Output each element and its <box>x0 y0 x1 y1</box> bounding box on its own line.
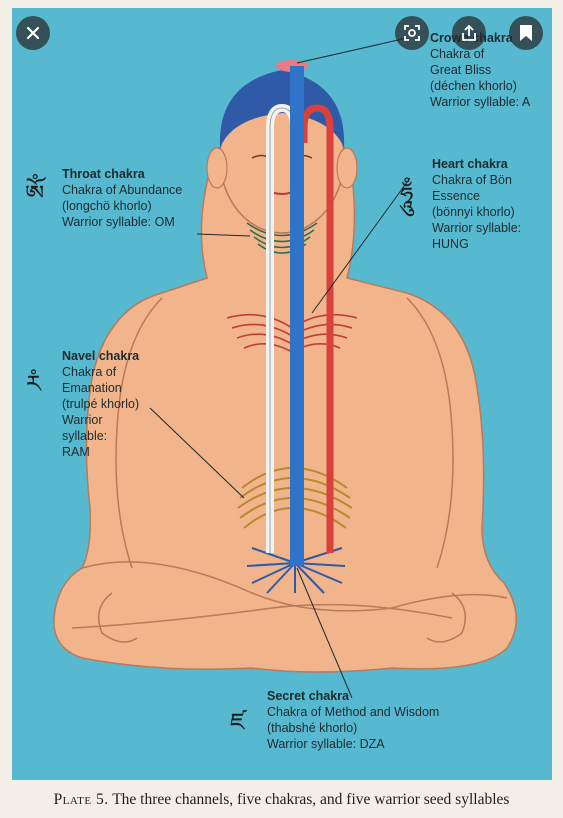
heart-line: HUNG <box>432 237 469 251</box>
throat-line: Chakra of Abundance <box>62 183 183 197</box>
navel-line: RAM <box>62 445 90 459</box>
navel-syllable: རཾ <box>26 370 41 398</box>
caption-text: The three channels, five chakras, and fi… <box>112 791 510 808</box>
secret-chakra-title: Secret chakra <box>267 689 350 703</box>
lens-button[interactable] <box>395 16 429 50</box>
heart-line: (bönnyi khorlo) <box>432 205 515 219</box>
share-button[interactable] <box>452 16 486 50</box>
navel-line: Chakra of <box>62 365 117 379</box>
crown-line: (déchen khorlo) <box>430 79 517 93</box>
crown-line: Great Bliss <box>430 63 492 77</box>
throat-chakra-label: Throat chakra Chakra of Abundance (longc… <box>62 166 222 230</box>
share-icon <box>462 24 476 41</box>
throat-line: (longchö khorlo) <box>62 199 152 213</box>
illustration-plate: ཨོཾ ཧཱུྃ རཾ ཛ Crown chakra Chakra of Gre… <box>12 8 552 780</box>
plate-number: Plate 5. <box>53 791 109 808</box>
heart-line: Warrior syllable: <box>432 221 522 235</box>
lens-icon <box>404 25 420 41</box>
plate-caption: Plate 5. The three channels, five chakra… <box>0 781 563 818</box>
navel-chakra-label: Navel chakra Chakra of Emanation (trulpé… <box>62 348 162 460</box>
secret-line: (thabshé khorlo) <box>267 721 358 735</box>
heart-line: Essence <box>432 189 480 203</box>
throat-line: Warrior syllable: OM <box>62 215 175 229</box>
heart-chakra-title: Heart chakra <box>432 157 508 171</box>
bookmark-button[interactable] <box>509 16 543 50</box>
heart-syllable: ཧཱུྃ <box>400 182 414 210</box>
secret-chakra-label: Secret chakra Chakra of Method and Wisdo… <box>267 688 497 752</box>
close-icon <box>26 26 40 40</box>
navel-line: Warrior <box>62 413 103 427</box>
navel-line: Emanation <box>62 381 122 395</box>
heart-line: Chakra of Bön <box>432 173 512 187</box>
navel-chakra-title: Navel chakra <box>62 349 140 363</box>
throat-chakra-title: Throat chakra <box>62 167 145 181</box>
crown-line: Warrior syllable: A <box>430 95 531 109</box>
crown-line: Chakra of <box>430 47 485 61</box>
navel-line: (trulpé khorlo) <box>62 397 140 411</box>
navel-line: syllable: <box>62 429 108 443</box>
close-button[interactable] <box>16 16 50 50</box>
throat-syllable: ཨོཾ <box>25 180 45 208</box>
secret-line: Warrior syllable: DZA <box>267 737 385 751</box>
secret-syllable: ཛ <box>230 708 245 736</box>
meditating-figure <box>53 37 518 699</box>
heart-chakra-label: Heart chakra Chakra of Bön Essence (bönn… <box>432 156 550 252</box>
secret-line: Chakra of Method and Wisdom <box>267 705 440 719</box>
bookmark-icon <box>520 25 532 41</box>
